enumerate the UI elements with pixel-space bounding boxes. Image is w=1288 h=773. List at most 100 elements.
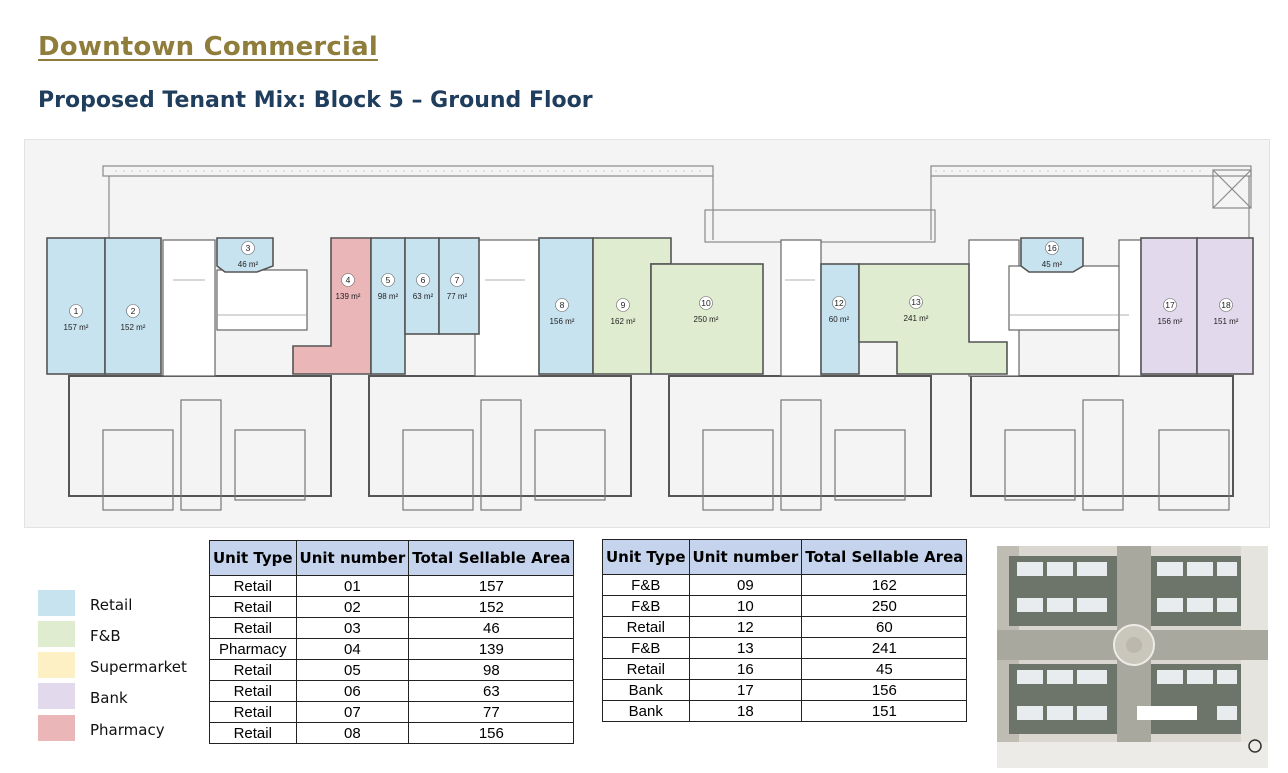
area-cell: 151 [801, 700, 968, 722]
unit-number-cell: 13 [688, 637, 803, 659]
stair-core [1212, 169, 1252, 209]
unit-type-cell: Retail [209, 680, 297, 702]
unit-type-cell: Bank [602, 679, 690, 701]
unit-number-cell: 09 [688, 574, 803, 596]
unit-type-cell: Retail [602, 616, 690, 638]
unit-type-cell: Retail [209, 596, 297, 618]
unit-type-cell: Retail [209, 575, 297, 597]
legend-label: Bank [90, 689, 128, 707]
unit-16 [1020, 237, 1084, 273]
legend-item-retail: Retail [38, 590, 198, 616]
residential-block [68, 375, 332, 497]
residential-block [970, 375, 1234, 497]
compass-icon [1248, 739, 1262, 753]
area-cell: 60 [801, 616, 968, 638]
unit-area-label: 63 m² [413, 292, 434, 301]
unit-number-label: 12 [834, 298, 844, 308]
residential-block [668, 375, 932, 497]
legend-swatch-fnb [38, 621, 75, 647]
unit-area-label: 157 m² [64, 323, 89, 332]
unit-marker [1219, 298, 1233, 312]
unit-number-cell: 18 [688, 700, 803, 722]
unit-area-label: 77 m² [447, 292, 468, 301]
unit-marker [699, 296, 713, 310]
unit-area-label: 156 m² [550, 317, 575, 326]
area-cell: 156 [408, 722, 575, 744]
unit-number-label: 1 [74, 306, 79, 316]
legend-swatch-retail [38, 590, 75, 616]
unit-number-label: 2 [131, 306, 136, 316]
unit-12 [820, 263, 860, 375]
unit-number-label: 9 [621, 300, 626, 310]
unit-marker [555, 298, 569, 312]
unit-3 [216, 237, 274, 273]
area-cell: 46 [408, 617, 575, 639]
unit-marker [126, 304, 140, 318]
unit-number-cell: 04 [295, 638, 410, 660]
area-cell: 250 [801, 595, 968, 617]
area-cell: 77 [408, 701, 575, 723]
unit-number-cell: 16 [688, 658, 803, 680]
area-cell: 63 [408, 680, 575, 702]
terrace-line [102, 165, 714, 177]
site-map-drawing [997, 546, 1268, 768]
unit-area-label: 98 m² [378, 292, 399, 301]
terrace-line [930, 165, 1252, 177]
area-cell: 152 [408, 596, 575, 618]
unit-number-label: 18 [1221, 300, 1231, 310]
unit-marker [341, 273, 355, 287]
unit-number-label: 4 [346, 275, 351, 285]
unit-number-label: 13 [911, 297, 921, 307]
unit-area-label: 250 m² [694, 315, 719, 324]
col-unit-type: Unit Type [602, 539, 690, 575]
table-header-row: Unit Type Unit number Total Sellable Are… [209, 540, 575, 576]
legend-swatch-bank [38, 683, 75, 709]
legend-label: F&B [90, 627, 121, 645]
page-subtitle: Proposed Tenant Mix: Block 5 – Ground Fl… [38, 88, 593, 113]
unit-number-label: 8 [560, 300, 565, 310]
area-cell: 241 [801, 637, 968, 659]
unit-number-label: 16 [1047, 243, 1057, 253]
unit-type-cell: F&B [602, 637, 690, 659]
legend-item-fnb: F&B [38, 621, 198, 647]
col-unit-type: Unit Type [209, 540, 297, 576]
unit-area-label: 139 m² [336, 292, 361, 301]
unit-marker [1163, 298, 1177, 312]
col-total-sellable-area: Total Sellable Area [408, 540, 575, 576]
unit-area-label: 151 m² [1214, 317, 1239, 326]
legend-label: Retail [90, 596, 133, 614]
legend-swatch-pharmacy [38, 715, 75, 741]
unit-area-label: 152 m² [121, 323, 146, 332]
unit-marker [241, 241, 255, 255]
area-cell: 156 [801, 679, 968, 701]
unit-number-cell: 08 [295, 722, 410, 744]
unit-area-label: 156 m² [1158, 317, 1183, 326]
col-unit-number: Unit number [688, 539, 803, 575]
unit-marker [450, 273, 464, 287]
unit-marker [1045, 241, 1059, 255]
unit-type-cell: Bank [602, 700, 690, 722]
legend-item-supermarket: Supermarket [38, 652, 198, 678]
legend-label: Pharmacy [90, 721, 165, 739]
area-cell: 162 [801, 574, 968, 596]
unit-type-cell: Retail [602, 658, 690, 680]
unit-type-cell: Retail [209, 617, 297, 639]
unit-type-cell: Retail [209, 701, 297, 723]
unit-number-cell: 07 [295, 701, 410, 723]
residential-block [368, 375, 632, 497]
unit-number-label: 10 [701, 298, 711, 308]
unit-number-label: 7 [455, 275, 460, 285]
area-cell: 139 [408, 638, 575, 660]
unit-area-label: 46 m² [238, 260, 259, 269]
unit-number-cell: 17 [688, 679, 803, 701]
unit-marker [416, 273, 430, 287]
legend-label: Supermarket [90, 658, 187, 676]
